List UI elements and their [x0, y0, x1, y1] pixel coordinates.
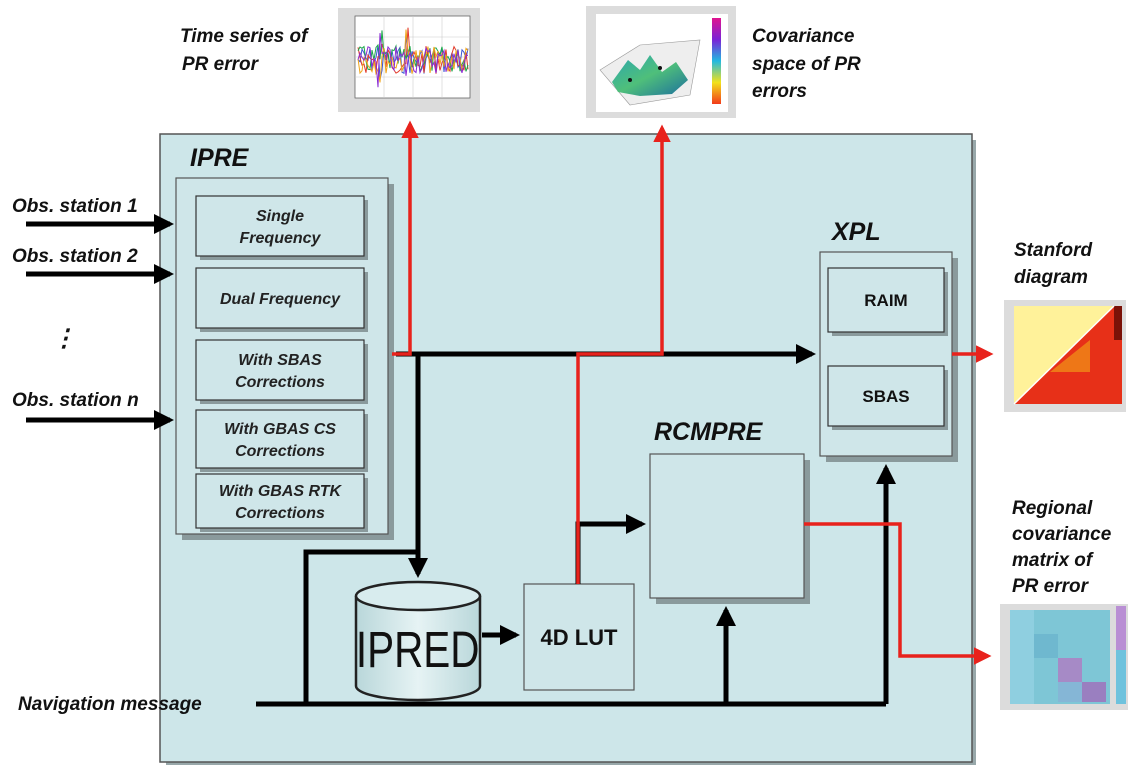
nav-to-ipred-line	[303, 549, 418, 704]
time-series-label-2: PR error	[182, 54, 260, 75]
ipred-database	[354, 580, 482, 702]
navigation-message-label: Navigation message	[18, 694, 202, 715]
ipre-item-1-line-1: Single	[256, 208, 304, 225]
covariance-space-thumbnail	[586, 6, 736, 118]
obs-station-n-label: Obs. station n	[12, 390, 139, 411]
time-series-label-1: Time series of	[180, 26, 309, 47]
rcmpre-to-regional-arrow	[804, 522, 992, 665]
covariance-label-1: Covariance	[752, 26, 855, 47]
ipre-item-box-3	[195, 339, 365, 401]
obs-station-1-label: Obs. station 1	[12, 196, 138, 217]
ipre-item-3-line-2: Corrections	[235, 374, 325, 391]
ipre-item-2-line-1: Dual Frequency	[220, 291, 341, 308]
covariance-label-3: errors	[752, 81, 807, 102]
ipre-item-5-line-1: With GBAS RTK	[219, 483, 343, 500]
sbas-label: SBAS	[862, 387, 909, 406]
red-connectors	[392, 120, 994, 665]
ipre-item-5-line-2: Corrections	[235, 505, 325, 522]
ipre-item-box-5	[195, 473, 365, 529]
obs-station-2-label: Obs. station 2	[12, 246, 138, 267]
sbas-box	[827, 365, 945, 427]
ipre-item-box-4	[195, 409, 365, 469]
ipred-label: IPRED	[356, 622, 480, 678]
raim-box	[827, 267, 945, 333]
time-series-trace-3	[357, 30, 469, 73]
raim-label: RAIM	[864, 291, 907, 310]
stanford-label-1: Stanford	[1014, 240, 1093, 261]
ipre-to-timeseries-arrow	[392, 120, 419, 356]
stanford-diagram-thumbnail	[1004, 300, 1126, 412]
ipre-item-1-line-2: Frequency	[240, 230, 322, 247]
regional-label-3: matrix of	[1012, 550, 1094, 571]
rcmpre-title: RCMPRE	[654, 418, 764, 446]
lut-label: 4D LUT	[541, 625, 619, 650]
stanford-label-2: diagram	[1014, 267, 1088, 288]
rcmpre-block	[649, 453, 805, 599]
ipre-title: IPRE	[190, 144, 250, 172]
xpl-title: XPL	[830, 218, 881, 246]
lut-block	[523, 583, 635, 691]
ipre-item-3-line-1: With SBAS	[238, 352, 322, 369]
black-connectors	[26, 214, 896, 707]
ipre-item-box-1	[195, 195, 365, 257]
ipre-item-4-line-1: With GBAS CS	[224, 421, 336, 438]
ellipsis-dots: ⋮	[52, 325, 76, 352]
time-series-trace-5	[357, 33, 469, 88]
time-series-thumbnail	[338, 8, 480, 112]
regional-label-2: covariance	[1012, 524, 1112, 545]
ipre-item-box-2	[195, 267, 365, 329]
ipre-item-4-line-2: Corrections	[235, 443, 325, 460]
regional-covariance-thumbnail	[1000, 604, 1128, 710]
regional-label-4: PR error	[1012, 576, 1090, 597]
covariance-label-2: space of PR	[752, 54, 861, 75]
lut-to-covariance-arrow	[576, 124, 671, 584]
regional-label-1: Regional	[1012, 498, 1093, 519]
